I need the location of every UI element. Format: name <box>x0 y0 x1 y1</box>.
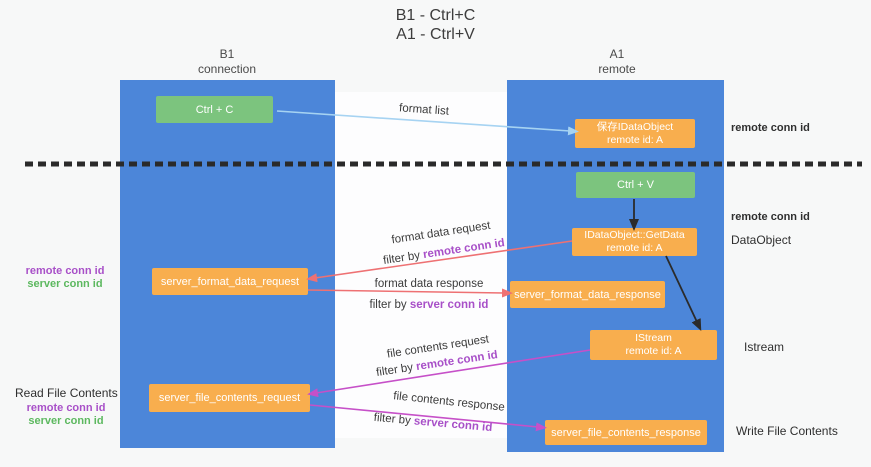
left-label-block-format: remote conn id server conn id <box>20 265 110 291</box>
lane-a1-subtitle: remote <box>598 62 636 76</box>
side-label-remote-conn-id-left-1: remote conn id <box>25 265 105 277</box>
side-label-server-conn-id-left-1: server conn id <box>27 278 103 290</box>
side-label-remote-conn-id-1: remote conn id <box>731 122 810 134</box>
side-label-dataobject: DataObject <box>731 233 792 247</box>
lane-b1-subtitle: connection <box>197 62 257 76</box>
node-server-file-contents-response-label: server_file_contents_response <box>551 426 701 439</box>
node-server-file-contents-request-label: server_file_contents_request <box>158 392 301 404</box>
node-ctrl-c: Ctrl + C <box>156 96 273 123</box>
node-server-format-data-response-label: server_format_data_response <box>514 288 661 301</box>
node-ctrl-c-label: Ctrl + C <box>195 103 234 116</box>
node-server-format-data-request-label: server_format_data_request <box>160 275 300 288</box>
side-label-istream: Istream <box>744 340 785 354</box>
edge-label-filter-server-conn-id-1: filter by server conn id <box>370 299 489 311</box>
server-conn-id-text: server conn id <box>409 299 489 311</box>
node-getdata-line2: remote id: A <box>606 242 663 254</box>
title-line-1: B1 - Ctrl+C <box>395 7 476 24</box>
node-save-idataobject-line2: remote id: A <box>606 133 664 146</box>
node-istream-line1: IStream <box>635 332 672 344</box>
side-label-read-file-contents: Read File Contents <box>15 386 118 400</box>
title-line-2: A1 - Ctrl+V <box>396 26 475 43</box>
side-label-remote-conn-id-left-2: remote conn id <box>26 402 106 414</box>
node-idataobject-getdata: IDataObject::GetData remote id: A <box>572 228 697 256</box>
left-label-block-file: Read File Contents remote conn id server… <box>15 386 118 428</box>
node-server-file-contents-response: server_file_contents_response <box>545 420 707 445</box>
node-save-idataobject-line1: 保存IDataObject <box>596 120 674 133</box>
diagram-title: B1 - Ctrl+C A1 - Ctrl+V <box>0 6 871 44</box>
lane-b1-title: B1 <box>219 47 235 61</box>
lane-header-a1: A1 remote <box>547 47 687 77</box>
node-getdata-line1: IDataObject::GetData <box>584 229 685 241</box>
node-server-file-contents-request: server_file_contents_request <box>149 384 310 412</box>
node-server-format-data-request: server_format_data_request <box>152 268 308 295</box>
node-save-idataobject: 保存IDataObject remote id: A <box>575 119 695 148</box>
node-istream-line2: remote id: A <box>625 345 682 357</box>
node-server-format-data-response: server_format_data_response <box>510 281 665 308</box>
lane-header-b1: B1 connection <box>157 47 297 77</box>
middle-panel <box>335 92 507 438</box>
lane-a1-title: A1 <box>609 47 625 61</box>
side-label-remote-conn-id-2: remote conn id <box>731 211 810 223</box>
filter-by-text: filter by <box>369 299 410 311</box>
edge-label-format-data-response: format data response <box>374 278 484 290</box>
side-label-write-file-contents: Write File Contents <box>736 424 838 438</box>
node-ctrl-v: Ctrl + V <box>576 172 695 198</box>
node-ctrl-v-label: Ctrl + V <box>617 179 654 191</box>
side-label-server-conn-id-left-2: server conn id <box>28 415 104 427</box>
node-istream: IStream remote id: A <box>590 330 717 360</box>
